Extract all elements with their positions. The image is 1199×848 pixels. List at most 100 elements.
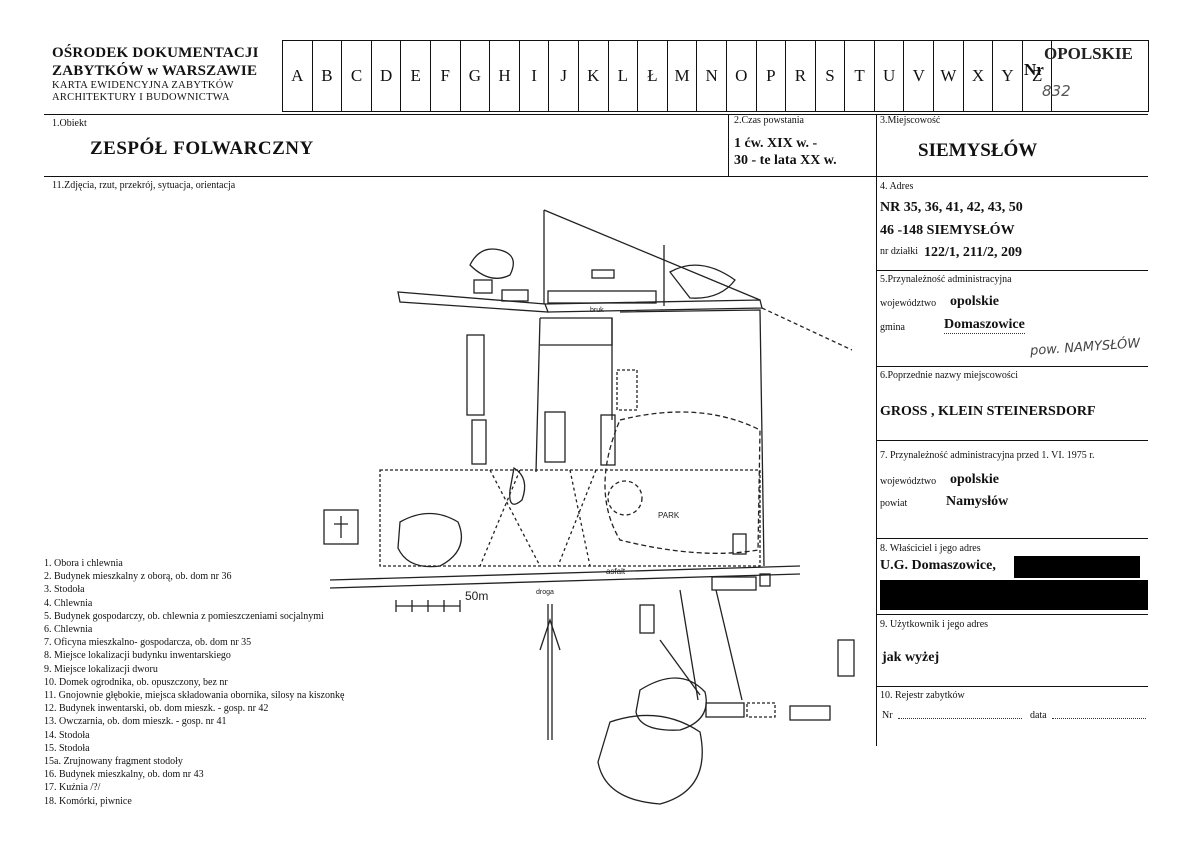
letter-cell: U xyxy=(873,41,904,111)
asfalt-label: asfalt xyxy=(606,567,626,576)
tree-cluster xyxy=(669,264,736,299)
letter-cell: O xyxy=(725,41,756,111)
letter-cell: S xyxy=(814,41,845,111)
card-subtitle: KARTA EWIDENCYJNA ZABYTKÓW ARCHITEKTURY … xyxy=(52,80,234,104)
letter-cell: E xyxy=(400,41,430,111)
letter-cell: X xyxy=(962,41,993,111)
road xyxy=(540,317,613,346)
building-15 xyxy=(705,702,745,718)
building-3 xyxy=(473,279,493,294)
legend-item: 5. Budynek gospodarczy, ob. chlewnia z p… xyxy=(44,610,324,622)
site-plan: 50m PARK asfalt droga bruk xyxy=(323,209,855,805)
admin-handwritten-note: pow. NAMYSŁÓW xyxy=(1029,336,1141,359)
owner-label: 8. Właściciel i jego adres xyxy=(880,543,981,554)
legend-item: 12. Budynek inwentarski, ob. dom mieszk.… xyxy=(44,703,269,715)
building-16 xyxy=(639,604,655,634)
road xyxy=(329,573,801,589)
road xyxy=(544,299,763,313)
admin1975-powiat-label: powiat xyxy=(880,498,908,509)
address-line2: 46 -148 SIEMYSŁÓW xyxy=(880,223,1015,238)
register-label: 10. Rejestr zabytków xyxy=(880,690,965,701)
object-label: 1.Obiekt xyxy=(52,118,87,129)
church-plot xyxy=(323,509,359,545)
legend-item: 15a. Zrujnowany fragment stodoły xyxy=(44,756,183,768)
period-label: 2.Czas powstania xyxy=(734,115,804,126)
tree-cluster xyxy=(469,248,514,279)
pond xyxy=(635,677,707,731)
user-label: 9. Użytkownik i jego adres xyxy=(880,619,989,630)
owner-value: U.G. Domaszowice, xyxy=(880,558,996,573)
building-8 xyxy=(616,369,638,411)
letter-cell: Ł xyxy=(637,41,667,111)
record-number: 832 xyxy=(1042,82,1071,100)
frame-line xyxy=(876,270,1148,271)
letter-cell: Z xyxy=(1021,41,1052,111)
admin-gmina-label: gmina xyxy=(880,322,905,333)
letter-cell: D xyxy=(370,41,401,111)
manor-site xyxy=(607,480,643,516)
user-value: jak wyżej xyxy=(882,650,940,665)
legend-item: 16. Budynek mieszkalny, ob. dom nr 43 xyxy=(44,769,204,781)
building-4 xyxy=(466,334,485,416)
address-label: 4. Adres xyxy=(880,181,914,192)
period-line1: 1 ćw. XIX w. - xyxy=(734,136,818,151)
letter-cell: M xyxy=(666,41,697,111)
plots-value: 122/1, 211/2, 209 xyxy=(924,245,1023,260)
plots-label: nr działki xyxy=(880,246,919,257)
legend-item: 8. Miejsce lokalizacji budynku inwentars… xyxy=(44,650,231,662)
letter-cell: J xyxy=(548,41,578,111)
locality-value: SIEMYSŁÓW xyxy=(918,140,1038,161)
register-date-label: data xyxy=(1030,710,1047,721)
legend-item: 11. Gnojownie głębokie, miejsca składowa… xyxy=(44,690,345,702)
letter-cell: T xyxy=(844,41,874,111)
letter-cell: Y xyxy=(992,41,1022,111)
legend-item: 1. Obora i chlewnia xyxy=(44,558,123,569)
legend-item: 3. Stodoła xyxy=(44,584,85,596)
legend-item: 10. Domek ogrodnika, ob. opuszczony, bez… xyxy=(44,676,228,688)
frame-line xyxy=(876,440,1148,441)
institution-line2: ZABYTKÓW w WARSZAWIE xyxy=(52,63,258,79)
letter-cell: L xyxy=(607,41,638,111)
building-2 xyxy=(501,289,529,302)
road xyxy=(535,317,541,473)
letter-cell: G xyxy=(459,41,490,111)
redaction-bar xyxy=(1014,556,1140,578)
number-label: Nr xyxy=(1024,60,1044,79)
letter-cell: B xyxy=(311,41,342,111)
locality-label: 3.Miejscowość xyxy=(880,115,941,126)
admin-voiv-value: opolskie xyxy=(950,294,1000,309)
bruk-label: bruk xyxy=(590,307,604,314)
building-13 xyxy=(837,639,855,677)
road xyxy=(329,565,801,581)
region-name: OPOLSKIE xyxy=(1044,44,1133,63)
frame-line xyxy=(876,176,1148,177)
lane xyxy=(659,639,701,696)
building-10 xyxy=(732,533,747,555)
scale-label: 50m xyxy=(465,589,488,603)
footpath xyxy=(479,469,597,567)
field-outline xyxy=(379,469,761,567)
card-subtitle-line2: ARCHITEKTURY I BUDOWNICTWA xyxy=(52,92,230,103)
number-box xyxy=(1020,40,1149,112)
building-17 xyxy=(759,573,771,587)
card-subtitle-line1: KARTA EWIDENCYJNA ZABYTKÓW xyxy=(52,80,234,91)
photos-label: 11.Zdjęcia, rzut, przekrój, sytuacja, or… xyxy=(52,180,236,191)
letter-cell: C xyxy=(341,41,371,111)
frame-line xyxy=(876,114,877,746)
frame-line xyxy=(876,614,1148,615)
register-date-field xyxy=(1052,718,1146,719)
frame-line xyxy=(728,114,729,176)
period-line2: 30 - te lata XX w. xyxy=(734,153,837,168)
admin-gmina-value: Domaszowice xyxy=(944,317,1025,334)
legend-item: 4. Chlewnia xyxy=(44,597,93,609)
letter-cell: I xyxy=(518,41,549,111)
building-7 xyxy=(600,414,616,466)
road xyxy=(543,209,761,301)
former-names-label: 6.Poprzednie nazwy miejscowości xyxy=(880,370,1019,381)
letter-cell: R xyxy=(785,41,815,111)
legend-item: 18. Komórki, piwnice xyxy=(44,795,132,807)
droga-label: droga xyxy=(536,589,554,596)
letter-cell: W xyxy=(933,41,963,111)
